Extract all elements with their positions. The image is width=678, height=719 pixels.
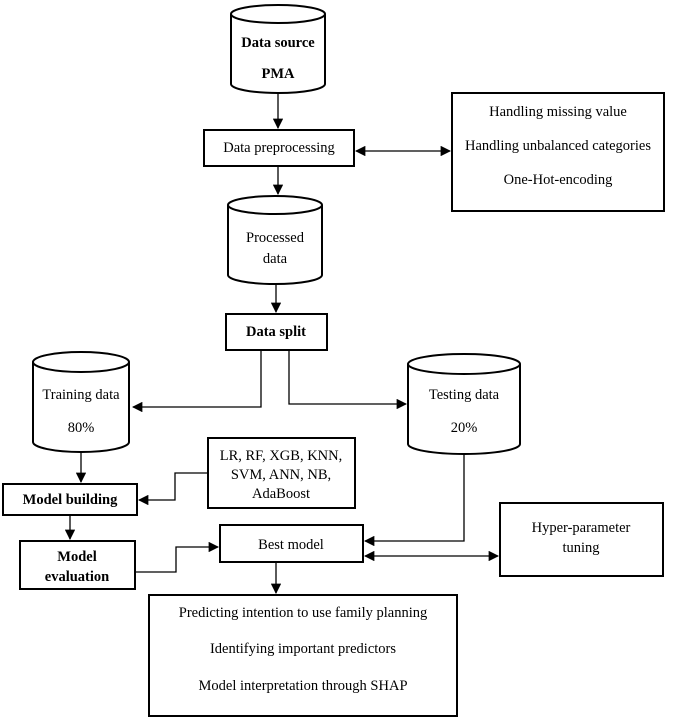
model-evaluation-sublabel: evaluation bbox=[45, 569, 109, 585]
outcome-item: Identifying important predictors bbox=[210, 641, 396, 657]
arrow-testing-to-best bbox=[363, 454, 465, 547]
testing-data-cylinder: Testing data 20% bbox=[407, 353, 521, 455]
outcomes-box: Predicting intention to use family plann… bbox=[148, 594, 458, 717]
model-evaluation-box: Model evaluation bbox=[19, 540, 136, 590]
algorithms-line: SVM, ANN, NB, bbox=[231, 467, 331, 483]
best-model-box: Best model bbox=[219, 524, 364, 563]
best-model-label: Best model bbox=[258, 537, 324, 553]
model-building-box: Model building bbox=[2, 483, 138, 516]
outcome-item: Predicting intention to use family plann… bbox=[179, 605, 427, 621]
preprocessing-step: One-Hot-encoding bbox=[504, 172, 613, 188]
training-data-label: Training data bbox=[42, 387, 120, 403]
preprocessing-step: Handling missing value bbox=[489, 104, 627, 120]
data-split-label: Data split bbox=[246, 324, 306, 340]
training-data-cylinder: Training data 80% bbox=[32, 351, 130, 453]
algorithms-line: LR, RF, XGB, KNN, bbox=[220, 448, 343, 464]
model-evaluation-label: Model bbox=[57, 549, 96, 565]
outcome-item: Model interpretation through SHAP bbox=[198, 678, 407, 694]
data-source-sublabel: PMA bbox=[261, 66, 295, 82]
data-preprocessing-box: Data preprocessing bbox=[203, 129, 355, 167]
processed-data-cylinder: Processed data bbox=[227, 195, 323, 285]
hyper-parameter-sublabel: tuning bbox=[562, 540, 599, 556]
preprocessing-steps-box: Handling missing value Handling unbalanc… bbox=[451, 92, 665, 212]
processed-data-label: Processed bbox=[246, 230, 305, 246]
arrow-evaluation-to-best bbox=[135, 541, 220, 573]
data-split-box: Data split bbox=[225, 313, 328, 351]
algorithms-box: LR, RF, XGB, KNN, SVM, ANN, NB, AdaBoost bbox=[207, 437, 356, 509]
processed-data-sublabel: data bbox=[263, 251, 288, 267]
training-data-percent: 80% bbox=[68, 420, 95, 436]
hyper-parameter-label: Hyper-parameter bbox=[532, 520, 631, 536]
data-preprocessing-label: Data preprocessing bbox=[223, 140, 335, 156]
testing-data-label: Testing data bbox=[429, 387, 500, 403]
connectors bbox=[64, 93, 500, 595]
preprocessing-step: Handling unbalanced categories bbox=[465, 138, 651, 154]
arrow-algorithms-to-building bbox=[137, 472, 208, 506]
data-source-label: Data source bbox=[241, 35, 315, 51]
model-building-label: Model building bbox=[23, 492, 118, 508]
arrow-split-to-training bbox=[131, 350, 262, 413]
arrow-split-to-testing bbox=[288, 350, 408, 410]
testing-data-percent: 20% bbox=[451, 420, 478, 436]
algorithms-line: AdaBoost bbox=[252, 486, 310, 502]
data-source-cylinder: Data source PMA bbox=[230, 4, 326, 94]
hyper-parameter-tuning-box: Hyper-parameter tuning bbox=[499, 502, 664, 577]
